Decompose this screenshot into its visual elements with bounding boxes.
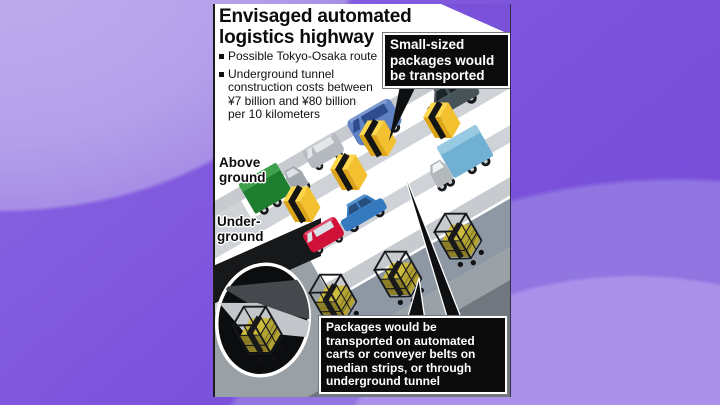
pointer-small-packages <box>389 86 416 141</box>
vehicle-red-car <box>302 217 344 255</box>
square-bullet-icon <box>219 54 224 59</box>
caged-package-cart-icon <box>432 212 484 268</box>
under-ground-label: Under- ground <box>217 214 264 244</box>
bullet-text: Underground tunnel construction costs be… <box>228 66 373 122</box>
bullet-text: Possible Tokyo-Osaka route <box>228 49 378 63</box>
bullet-item: Underground tunnel construction costs be… <box>219 66 377 122</box>
median-package-icon <box>330 153 368 192</box>
caged-package-cart-icon <box>372 250 424 306</box>
callout-transport-modes: Packages would be transported on automat… <box>319 316 507 394</box>
corner-background-wedge <box>441 4 511 35</box>
bullet-list: Possible Tokyo-Osaka route Underground t… <box>219 49 378 126</box>
callout-small-packages: Small-sized packages would be transporte… <box>383 33 510 88</box>
above-ground-label: Above ground <box>219 155 266 185</box>
median-package-icon <box>423 101 461 140</box>
vehicle-blue-car <box>340 194 387 233</box>
infographic-card: Envisaged automated logistics highway Po… <box>213 4 511 397</box>
bullet-item: Possible Tokyo-Osaka route <box>219 49 378 64</box>
square-bullet-icon <box>219 71 224 77</box>
caged-package-cart-icon <box>231 305 285 363</box>
page-title: Envisaged automated logistics highway <box>219 6 412 48</box>
median-package-icon <box>283 185 321 224</box>
median-package-icon <box>359 119 397 158</box>
vehicle-light-blue-box-truck <box>430 125 494 192</box>
logistics-highway-scene <box>213 4 511 397</box>
